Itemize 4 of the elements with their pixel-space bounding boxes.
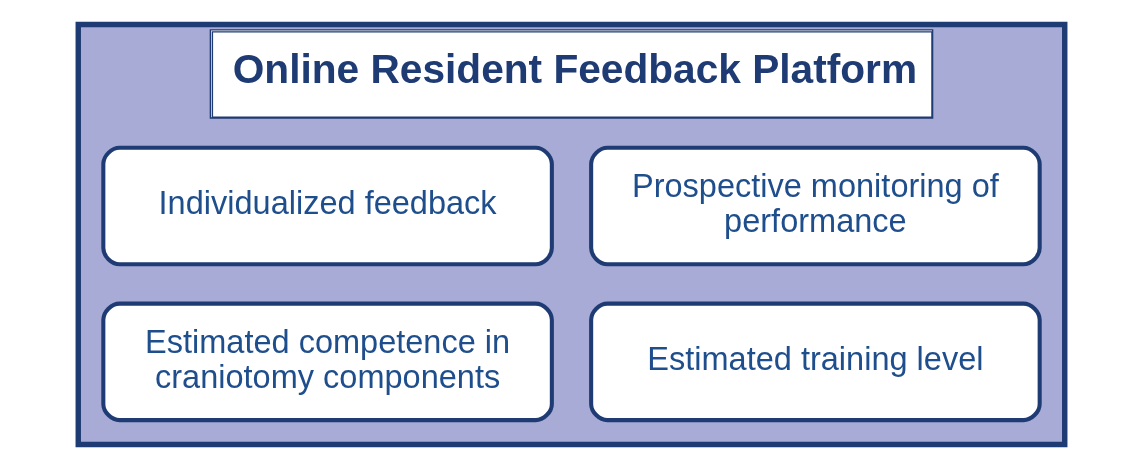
node-box: Prospective monitoring of performance — [589, 145, 1042, 267]
node-box: Estimated competence in craniotomy components — [101, 301, 554, 423]
node-box: Estimated training level — [589, 301, 1042, 423]
node-box: Individualized feedback — [101, 145, 554, 267]
